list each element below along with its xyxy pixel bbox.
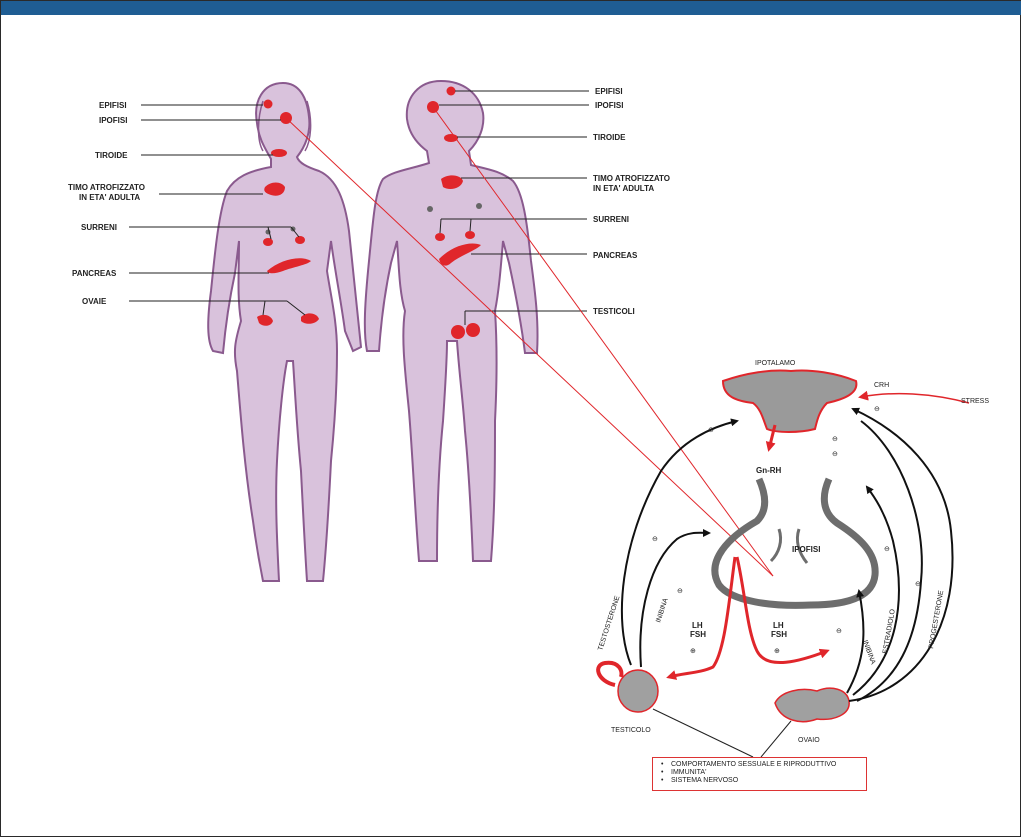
stress-label: STRESS [961, 398, 989, 405]
male-label-epifisi: EPIFISI [595, 87, 623, 96]
male-testicolo-right [466, 323, 480, 337]
minus-symbol: ⊖ [884, 546, 890, 553]
male-label-pancreas: PANCREAS [593, 251, 638, 260]
male-nipple-left [427, 206, 433, 212]
female-label-surreni: SURRENI [81, 223, 117, 232]
crh-stress-arrow [861, 394, 969, 403]
ipotalamo-shape [723, 370, 856, 432]
estradiolo-hypothalamus-arrow [857, 421, 922, 701]
female-tiroide-gland [271, 149, 287, 157]
fsh-label-left: FSH [690, 630, 706, 639]
plus-symbol: ⊕ [774, 648, 780, 655]
minus-symbol: ⊖ [832, 451, 838, 458]
testicolo-label: TESTICOLO [611, 727, 651, 734]
ipofisi-label: IPOFISI [792, 545, 820, 554]
testicolo-effects-line [653, 709, 753, 757]
male-surrene-left [435, 233, 445, 241]
minus-symbol: ⊖ [708, 427, 714, 434]
female-label-ipofisi: IPOFISI [99, 116, 127, 125]
inibina-label-right: INIBINA [861, 639, 876, 665]
lh-fsh-arrow-left [669, 557, 735, 677]
minus-symbol: ⊖ [836, 628, 842, 635]
male-figure [365, 81, 538, 561]
female-label-timo-1: TIMO ATROFIZZATO [68, 183, 145, 192]
male-nipple-right [476, 203, 482, 209]
female-label-tiroide: TIROIDE [95, 151, 128, 160]
minus-symbol: ⊖ [832, 436, 838, 443]
hormone-axis-diagram: ⊖ ⊖ ⊖ ⊖ ⊖ ⊖ ⊖ ⊖ ⊖ ⊕ ⊕ IPOTALAMO CRH STRE… [597, 360, 989, 757]
female-label-pancreas: PANCREAS [72, 269, 117, 278]
ovaio-shape [775, 688, 849, 721]
lh-label-right: LH [773, 621, 784, 630]
ovaio-label: OVAIO [798, 737, 820, 744]
female-label-timo-2: IN ETA' ADULTA [79, 193, 140, 202]
male-label-tiroide: TIROIDE [593, 133, 626, 142]
effects-box: COMPORTAMENTO SESSUALE E RIPRODUTTIVO IM… [652, 757, 867, 791]
lh-fsh-arrow-right [737, 557, 827, 663]
effects-list: COMPORTAMENTO SESSUALE E RIPRODUTTIVO IM… [661, 761, 866, 785]
male-label-timo-2: IN ETA' ADULTA [593, 184, 654, 193]
inibina-feedback-arrow-left [640, 533, 709, 667]
fsh-label-right: FSH [771, 630, 787, 639]
effect-item: SISTEMA NERVOSO [661, 777, 866, 785]
ovaio-effects-line [761, 721, 791, 757]
testicolo-shape [618, 670, 658, 712]
male-surrene-right [465, 231, 475, 239]
minus-symbol: ⊖ [677, 588, 683, 595]
female-label-epifisi: EPIFISI [99, 101, 127, 110]
testosterone-label: TESTOSTERONE [597, 595, 621, 652]
male-epifisi-gland [447, 87, 456, 96]
inibina-feedback-arrow-right [847, 591, 863, 693]
male-label-ipofisi: IPOFISI [595, 101, 623, 110]
lh-label-left: LH [692, 621, 703, 630]
gnrh-label: Gn-RH [756, 466, 782, 475]
minus-symbol: ⊖ [874, 406, 880, 413]
effect-item: COMPORTAMENTO SESSUALE E RIPRODUTTIVO [661, 761, 866, 769]
plus-symbol: ⊕ [690, 648, 696, 655]
male-body-silhouette [365, 81, 538, 561]
crh-label: CRH [874, 382, 889, 389]
minus-symbol: ⊖ [652, 536, 658, 543]
epididimo-shape [598, 663, 621, 685]
female-label-ovaie: OVAIE [82, 297, 107, 306]
male-testicolo-left [451, 325, 465, 339]
ipofisi-shape [715, 479, 875, 605]
ipotalamo-label: IPOTALAMO [755, 360, 796, 367]
effect-item: IMMUNITA' [661, 769, 866, 777]
male-label-surreni: SURRENI [593, 215, 629, 224]
female-epifisi-gland [264, 100, 273, 109]
inibina-label-left: INIBINA [655, 597, 670, 624]
female-body-silhouette [208, 83, 361, 581]
testosterone-feedback-arrow [622, 421, 737, 665]
male-label-timo-1: TIMO ATROFIZZATO [593, 174, 670, 183]
female-surrene-left [263, 238, 273, 246]
female-surrene-right [295, 236, 305, 244]
female-figure [208, 83, 361, 581]
male-label-testicoli: TESTICOLI [593, 307, 635, 316]
minus-symbol: ⊖ [915, 581, 921, 588]
